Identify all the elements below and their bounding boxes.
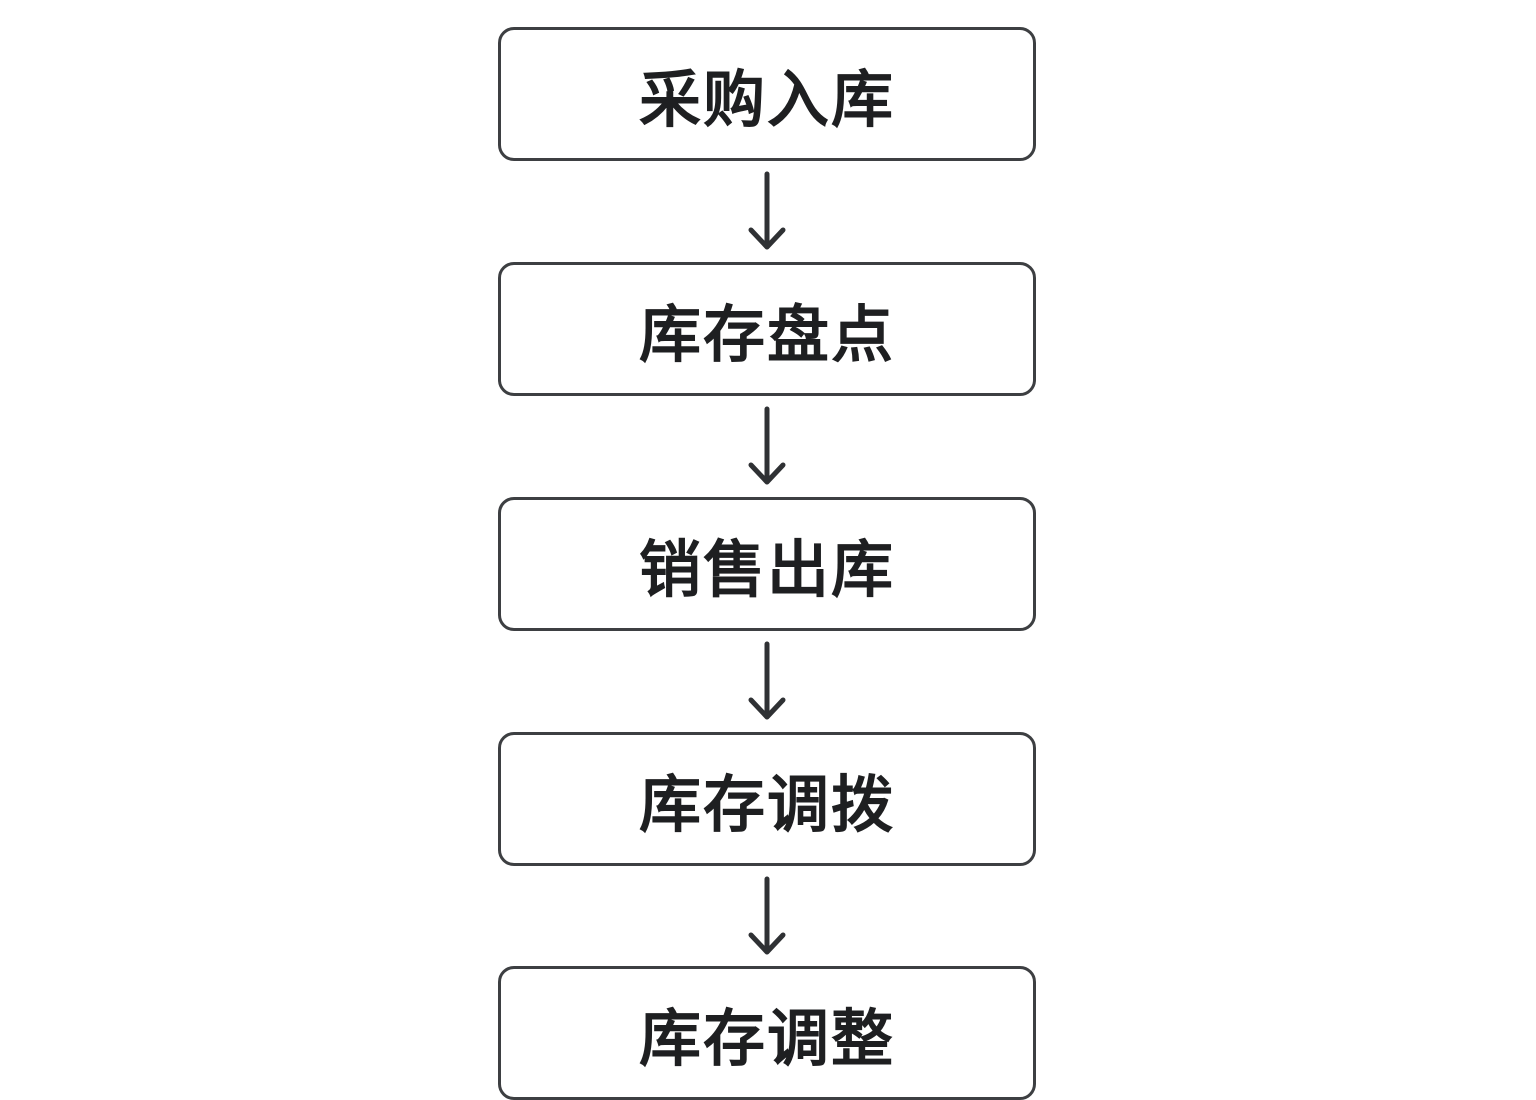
flow-step-label: 销售出库 <box>638 533 895 606</box>
flow-step-inventory-count: 库存盘点 <box>498 262 1036 396</box>
flow-step-inventory-transfer: 库存调拨 <box>498 732 1036 866</box>
down-arrow-icon <box>748 171 786 250</box>
flow-step-label: 库存调拨 <box>638 768 895 841</box>
flow-step-sales-outbound: 销售出库 <box>498 497 1036 631</box>
down-arrow-icon <box>748 876 786 955</box>
down-arrow-icon <box>748 406 786 485</box>
down-arrow-icon <box>748 641 786 720</box>
flow-step-purchase-inbound: 采购入库 <box>498 27 1036 161</box>
flow-step-label: 采购入库 <box>638 63 895 136</box>
flow-step-label: 库存调整 <box>638 1002 895 1075</box>
flow-step-label: 库存盘点 <box>638 298 895 371</box>
flow-step-inventory-adjustment: 库存调整 <box>498 966 1036 1100</box>
